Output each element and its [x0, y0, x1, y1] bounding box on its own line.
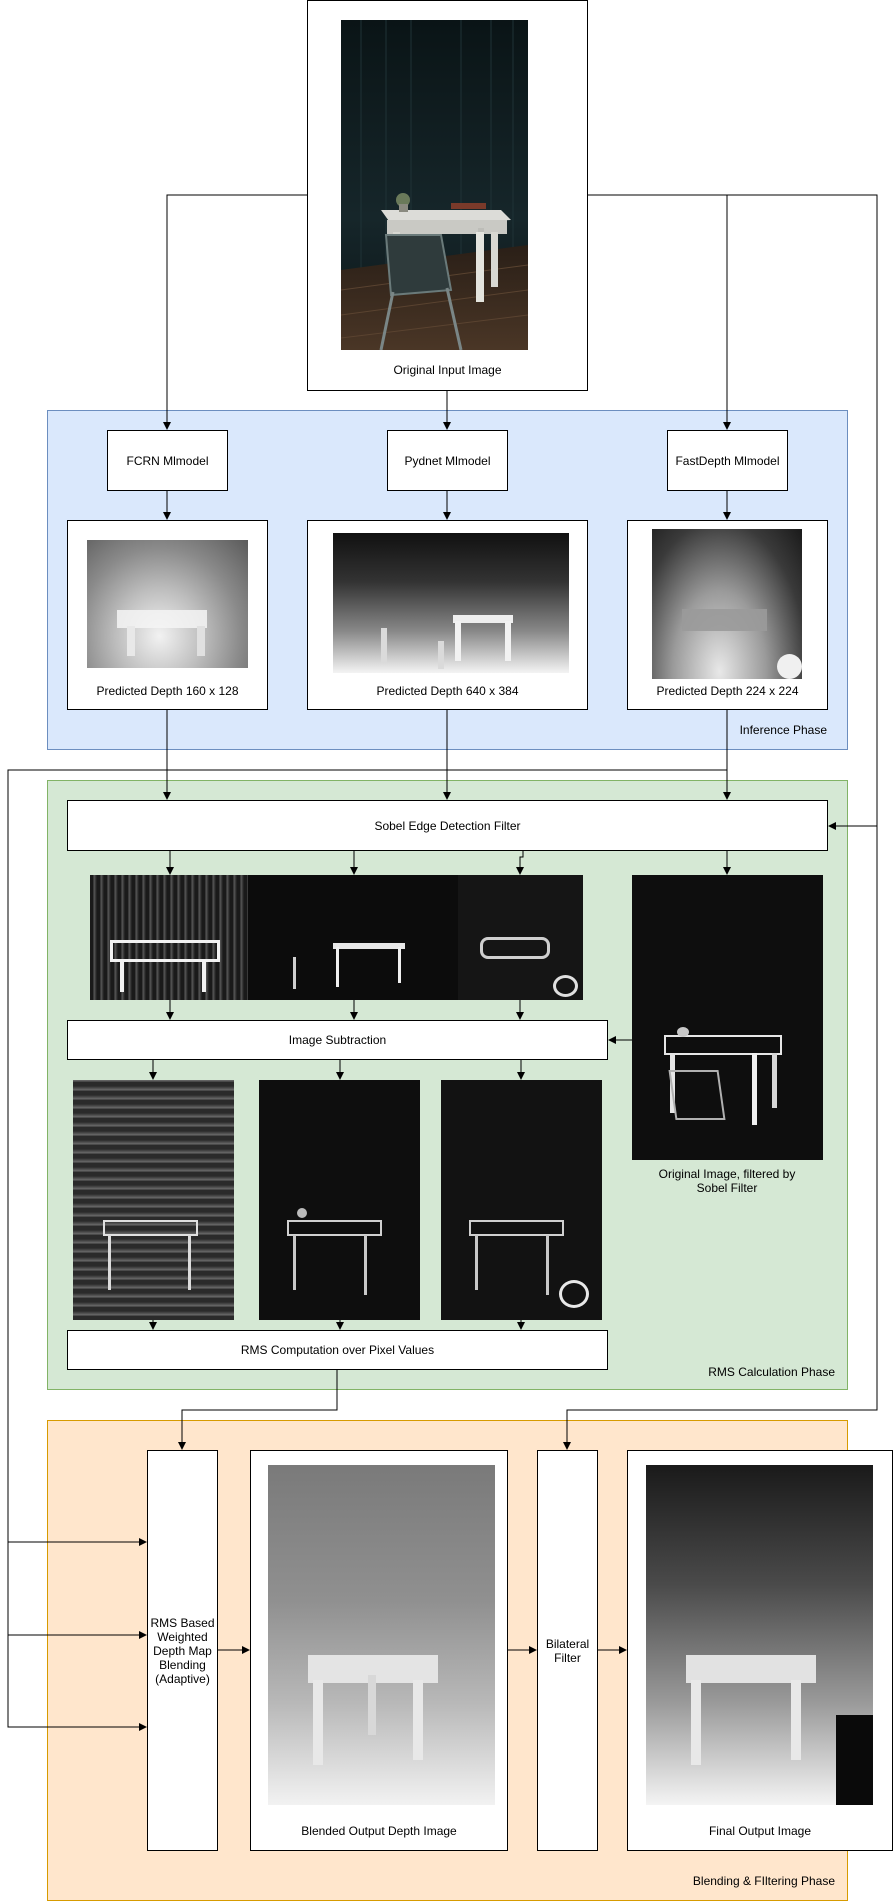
- image-subtraction-box: Image Subtraction: [67, 1020, 608, 1060]
- fcrn-difference-image: [73, 1080, 234, 1320]
- pydnet-model-box: Pydnet Mlmodel: [387, 430, 508, 491]
- rms-computation-label: RMS Computation over Pixel Values: [240, 1343, 435, 1357]
- original-input-box: Original Input Image: [307, 0, 588, 391]
- weighted-blending-box: RMS Based Weighted Depth Map Blending (A…: [147, 1450, 218, 1851]
- image-subtraction-label: Image Subtraction: [288, 1033, 387, 1047]
- weighted-blending-label: RMS Based Weighted Depth Map Blending (A…: [150, 1615, 215, 1686]
- room-photo-graphic: [341, 20, 528, 350]
- pydnet-depth-caption: Predicted Depth 640 x 384: [376, 684, 519, 698]
- rms-computation-box: RMS Computation over Pixel Values: [67, 1330, 608, 1370]
- fcrn-model-label: FCRN Mlmodel: [126, 453, 209, 468]
- fcrn-sobel-image: [90, 875, 248, 1000]
- original-sobel-image: [632, 875, 823, 1160]
- fastdepth-model-label: FastDepth Mlmodel: [675, 453, 780, 468]
- pydnet-sobel-image: [248, 875, 458, 1000]
- fcrn-model-box: FCRN Mlmodel: [107, 430, 228, 491]
- original-sobel-caption: Original Image, filtered by Sobel Filter: [658, 1167, 796, 1195]
- blended-output-box: Blended Output Depth Image: [250, 1450, 508, 1851]
- fcrn-depth-box: Predicted Depth 160 x 128: [67, 520, 268, 710]
- final-output-caption: Final Output Image: [708, 1824, 812, 1838]
- original-input-photo: [341, 20, 528, 350]
- bilateral-filter-label: Bilateral Filter: [545, 1636, 590, 1665]
- blended-output-image: [268, 1465, 495, 1805]
- original-input-caption: Original Input Image: [393, 363, 502, 377]
- pydnet-depth-box: Predicted Depth 640 x 384: [307, 520, 588, 710]
- final-output-box: Final Output Image: [627, 1450, 893, 1851]
- pydnet-difference-image: [259, 1080, 420, 1320]
- fastdepth-depth-caption: Predicted Depth 224 x 224: [656, 684, 799, 698]
- blending-phase-label: Blending & FIltering Phase: [692, 1874, 835, 1888]
- fastdepth-sobel-image: [458, 875, 583, 1000]
- fastdepth-depth-box: Predicted Depth 224 x 224: [627, 520, 828, 710]
- fcrn-depth-image: [87, 540, 248, 668]
- final-output-image: [646, 1465, 873, 1805]
- blended-output-caption: Blended Output Depth Image: [301, 1824, 457, 1838]
- fcrn-depth-caption: Predicted Depth 160 x 128: [96, 684, 239, 698]
- inference-phase-label: Inference Phase: [739, 723, 827, 737]
- bilateral-filter-box: Bilateral Filter: [537, 1450, 598, 1851]
- pydnet-model-label: Pydnet Mlmodel: [404, 453, 491, 468]
- fastdepth-model-box: FastDepth Mlmodel: [667, 430, 788, 491]
- fastdepth-difference-image: [441, 1080, 602, 1320]
- sobel-filter-box: Sobel Edge Detection Filter: [67, 800, 828, 851]
- fastdepth-depth-image: [652, 529, 802, 679]
- sobel-filter-label: Sobel Edge Detection Filter: [374, 818, 521, 833]
- rms-phase-label: RMS Calculation Phase: [708, 1365, 835, 1379]
- pydnet-depth-image: [333, 533, 569, 673]
